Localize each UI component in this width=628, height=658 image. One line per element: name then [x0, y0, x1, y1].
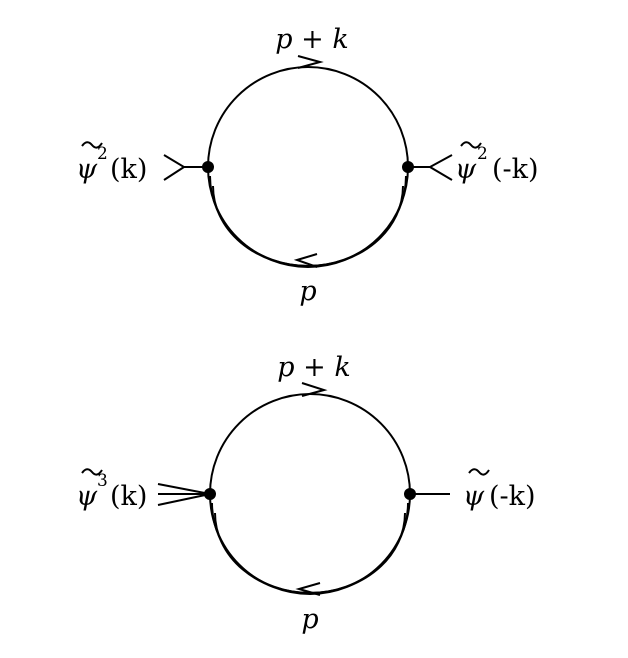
left-legs-1 — [163, 154, 208, 181]
diagram-2: p + k p ψ 3 (k) ψ (-k) — [76, 352, 536, 635]
lower-arc-line-2b — [214, 512, 406, 594]
tilde-2-right — [468, 468, 490, 476]
left-field-arg-2: (k) — [110, 481, 147, 512]
right-field-symbol-1: ψ — [455, 154, 477, 185]
top-momentum-label-2: p + k — [277, 352, 350, 383]
bottom-arrow-2 — [295, 582, 321, 596]
right-legs-1 — [408, 154, 453, 181]
left-field-symbol-1: ψ — [76, 154, 98, 185]
left-field-symbol-2: ψ — [76, 481, 98, 512]
left-field-arg-1: (k) — [110, 154, 147, 185]
right-field-power-1: 2 — [477, 144, 488, 164]
bottom-arrow-1 — [293, 253, 318, 268]
tilde-2-left — [81, 468, 103, 476]
loop-circle-2 — [209, 393, 411, 595]
top-arrow-2 — [301, 382, 328, 397]
right-field-arg-1: (-k) — [492, 154, 539, 185]
loop-circle-1 — [207, 66, 409, 268]
top-momentum-label-1: p + k — [275, 24, 348, 55]
lower-arc-line-1b — [212, 185, 404, 267]
diagram-1: p + k p ψ 2 (k) ψ 2 (-k) — [76, 24, 539, 307]
right-field-arg-2: (-k) — [489, 481, 536, 512]
bottom-momentum-label-1: p — [299, 276, 316, 307]
top-arrow-1 — [297, 55, 324, 69]
bottom-momentum-label-2: p — [301, 604, 318, 635]
left-legs-2 — [157, 483, 211, 506]
left-field-power-1: 2 — [97, 144, 108, 164]
lower-arc-line-1a — [209, 175, 407, 267]
lower-arc-line-2a — [211, 502, 409, 594]
right-field-symbol-2: ψ — [463, 481, 485, 512]
tilde-1-left — [81, 141, 103, 149]
tilde-1-right — [460, 141, 482, 149]
left-field-power-2: 3 — [97, 471, 108, 491]
